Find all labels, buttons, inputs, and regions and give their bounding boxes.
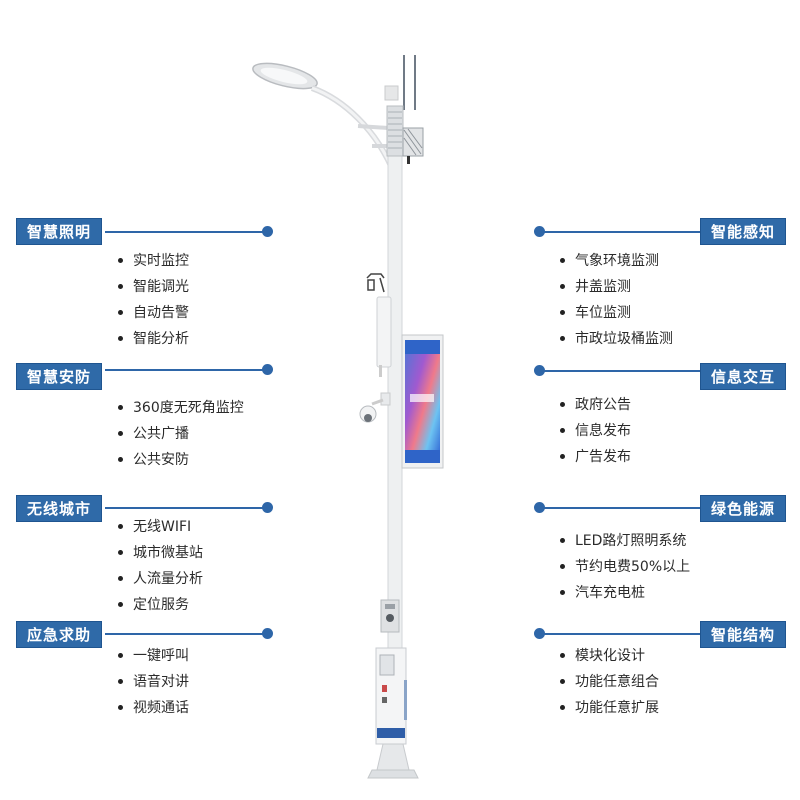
bullet-icon	[118, 575, 123, 581]
list-item: 车位监测	[560, 304, 631, 322]
list-item: 广告发布	[560, 448, 631, 466]
list-item: 功能任意扩展	[560, 699, 659, 717]
bullet-icon	[560, 257, 565, 263]
bullet-icon	[560, 453, 565, 459]
bullet-icon	[560, 704, 565, 710]
list-item: 人流量分析	[118, 570, 203, 588]
connector-dot-icon	[534, 226, 545, 237]
list-item: 节约电费50%以上	[560, 558, 690, 576]
section-label-smart-sensing: 智能感知	[700, 218, 786, 245]
charging-cabinet-icon	[375, 647, 407, 745]
list-item: 无线WIFI	[118, 518, 191, 536]
list-item: 智能调光	[118, 278, 189, 296]
bullet-icon	[118, 456, 123, 462]
bullet-icon	[560, 401, 565, 407]
bullet-icon	[560, 652, 565, 658]
bullet-icon	[118, 309, 123, 315]
emergency-call-box-icon	[380, 599, 400, 633]
section-label-smart-security: 智慧安防	[16, 363, 102, 390]
section-label-info-interaction: 信息交互	[700, 363, 786, 390]
bullet-icon	[118, 678, 123, 684]
list-item: 实时监控	[118, 252, 189, 270]
list-item: 功能任意组合	[560, 673, 659, 691]
connector-dot-icon	[534, 365, 545, 376]
connector-line	[540, 231, 700, 233]
bullet-icon	[118, 430, 123, 436]
list-item: 自动告警	[118, 304, 189, 322]
bullet-icon	[560, 589, 565, 595]
bullet-icon	[560, 537, 565, 543]
connector-dot-icon	[534, 502, 545, 513]
connector-line	[540, 633, 700, 635]
section-label-smart-lighting: 智慧照明	[16, 218, 102, 245]
bullet-icon	[118, 283, 123, 289]
list-item: 360度无死角监控	[118, 399, 244, 417]
connector-dot-icon	[262, 364, 273, 375]
bullet-icon	[118, 335, 123, 341]
connector-dot-icon	[262, 628, 273, 639]
bullet-icon	[118, 704, 123, 710]
connector-dot-icon	[262, 226, 273, 237]
weather-sensor-icon	[366, 273, 385, 293]
bullet-icon	[560, 283, 565, 289]
bullet-icon	[560, 427, 565, 433]
lamp-head-icon	[252, 62, 318, 90]
list-item: 公共广播	[118, 425, 189, 443]
list-item: 城市微基站	[118, 544, 203, 562]
bullet-icon	[560, 309, 565, 315]
list-item: 一键呼叫	[118, 647, 189, 665]
list-item: 语音对讲	[118, 673, 189, 691]
list-item: 模块化设计	[560, 647, 645, 665]
list-item: 定位服务	[118, 596, 189, 614]
list-item: 市政垃圾桶监测	[560, 330, 673, 348]
bullet-icon	[560, 335, 565, 341]
bullet-icon	[118, 257, 123, 263]
list-item: 视频通话	[118, 699, 189, 717]
connector-line	[540, 507, 700, 509]
list-item: 公共安防	[118, 451, 189, 469]
bullet-icon	[560, 563, 565, 569]
connector-line	[105, 633, 267, 635]
section-label-wireless-city: 无线城市	[16, 495, 102, 522]
section-label-emergency-help: 应急求助	[16, 621, 102, 648]
dome-camera-icon	[359, 392, 391, 423]
list-item: 井盖监测	[560, 278, 631, 296]
connector-dot-icon	[534, 628, 545, 639]
smart-pole-illustration	[252, 55, 444, 779]
list-item: LED路灯照明系统	[560, 532, 686, 550]
bullet-icon	[118, 523, 123, 529]
connector-line	[105, 507, 267, 509]
connector-line	[105, 231, 267, 233]
list-item: 智能分析	[118, 330, 189, 348]
list-item: 政府公告	[560, 396, 631, 414]
list-item: 气象环境监测	[560, 252, 659, 270]
section-label-green-energy: 绿色能源	[700, 495, 786, 522]
list-item: 信息发布	[560, 422, 631, 440]
section-label-smart-structure: 智能结构	[700, 621, 786, 648]
connector-dot-icon	[262, 502, 273, 513]
list-item: 汽车充电桩	[560, 584, 645, 602]
bullet-icon	[560, 678, 565, 684]
bullet-icon	[118, 601, 123, 607]
bullet-icon	[118, 404, 123, 410]
connector-line	[540, 370, 700, 372]
bullet-icon	[118, 549, 123, 555]
bullet-icon	[118, 652, 123, 658]
connector-line	[105, 369, 267, 371]
